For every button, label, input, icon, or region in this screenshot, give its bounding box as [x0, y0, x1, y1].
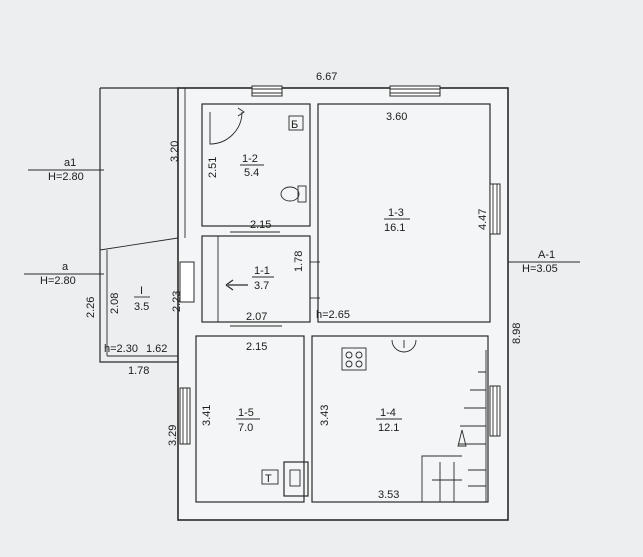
- stove-marker-box: [261, 469, 279, 485]
- svg-text:16.1: 16.1: [384, 222, 405, 234]
- room-I-label: I 3.5: [134, 285, 150, 313]
- staircase-icon: [421, 350, 487, 503]
- dim-room-1-3-height: 4.47: [477, 209, 489, 230]
- room-1-3-label: 1-3 16.1: [384, 207, 410, 234]
- dim-room-1-4-343: 3.43: [319, 405, 331, 426]
- bath-marker-box: [288, 115, 304, 131]
- dim-hall-207: 2.07: [246, 311, 267, 323]
- svg-text:1-3: 1-3: [388, 207, 404, 219]
- dim-room-1-5-341: 3.41: [201, 405, 213, 426]
- dim-corridor-width: 2.15: [250, 219, 271, 231]
- room-1-1-wall: [201, 235, 311, 323]
- svg-text:1-5: 1-5: [238, 407, 254, 419]
- label-a: a H=2.80: [24, 261, 104, 287]
- outer-wall: [177, 87, 509, 521]
- svg-text:A-1: A-1: [538, 249, 555, 261]
- dim-corridor-height: 1.78: [293, 251, 305, 272]
- label-a1: a1 H=2.80: [28, 157, 104, 183]
- svg-text:7.0: 7.0: [238, 422, 253, 434]
- dim-hall-223: 2.23: [171, 291, 183, 312]
- room-1-5-label: 1-5 7.0: [236, 407, 260, 434]
- dim-veranda-208: 2.08: [109, 293, 121, 314]
- label-A-1: A-1 H=3.05: [508, 249, 580, 275]
- svg-text:I: I: [140, 285, 143, 297]
- light-icon: [391, 339, 417, 353]
- dim-outer-right: 8.98: [511, 323, 523, 344]
- door-swing-icon: [209, 111, 243, 145]
- dim-veranda-162: 1.62: [146, 343, 167, 355]
- svg-text:a1: a1: [64, 157, 76, 169]
- heater: [283, 461, 309, 497]
- dim-overall-width: 6.67: [316, 71, 337, 83]
- room-1-1-label: 1-1 3.7: [252, 265, 274, 292]
- svg-text:3.5: 3.5: [134, 301, 149, 313]
- dim-room-1-5-top: 2.15: [246, 341, 267, 353]
- svg-text:1-4: 1-4: [380, 407, 396, 419]
- veranda-rail: [99, 237, 179, 251]
- dim-room-1-4-bottom: 3.53: [378, 489, 399, 501]
- dim-left-329: 3.29: [167, 425, 179, 446]
- stove-marker: Т: [265, 473, 272, 485]
- svg-text:12.1: 12.1: [378, 422, 399, 434]
- dim-room-1-3-width: 3.60: [386, 111, 407, 123]
- room-1-5-wall: [195, 335, 305, 503]
- bath-marker: Б: [291, 119, 298, 131]
- svg-text:H=2.80: H=2.80: [48, 171, 84, 183]
- label-h-265: h=2.65: [316, 309, 350, 321]
- room-1-4-label: 1-4 12.1: [376, 407, 402, 434]
- toilet-icon: [280, 185, 307, 203]
- dim-bath-height: 2.51: [207, 157, 219, 178]
- label-h-230: h=2.30: [104, 343, 138, 355]
- svg-text:1-1: 1-1: [254, 265, 270, 277]
- svg-text:a: a: [62, 261, 69, 273]
- dim-veranda-bottom: 1.78: [128, 365, 149, 377]
- arrow-icon: [225, 279, 248, 291]
- room-1-2-label: 1-2 5.4: [240, 153, 264, 179]
- svg-text:H=2.80: H=2.80: [40, 275, 76, 287]
- window-icon: [179, 85, 501, 445]
- svg-text:1-2: 1-2: [242, 153, 258, 165]
- svg-text:3.7: 3.7: [254, 280, 269, 292]
- room-1-4-wall: [311, 335, 489, 503]
- dim-veranda-height: 3.20: [169, 141, 181, 162]
- svg-text:H=3.05: H=3.05: [522, 263, 558, 275]
- veranda-outline: [99, 88, 178, 363]
- stove-icon: [341, 347, 367, 371]
- room-1-2-wall: [201, 103, 311, 227]
- svg-text:5.4: 5.4: [244, 167, 259, 179]
- dim-veranda-226: 2.26: [85, 297, 97, 318]
